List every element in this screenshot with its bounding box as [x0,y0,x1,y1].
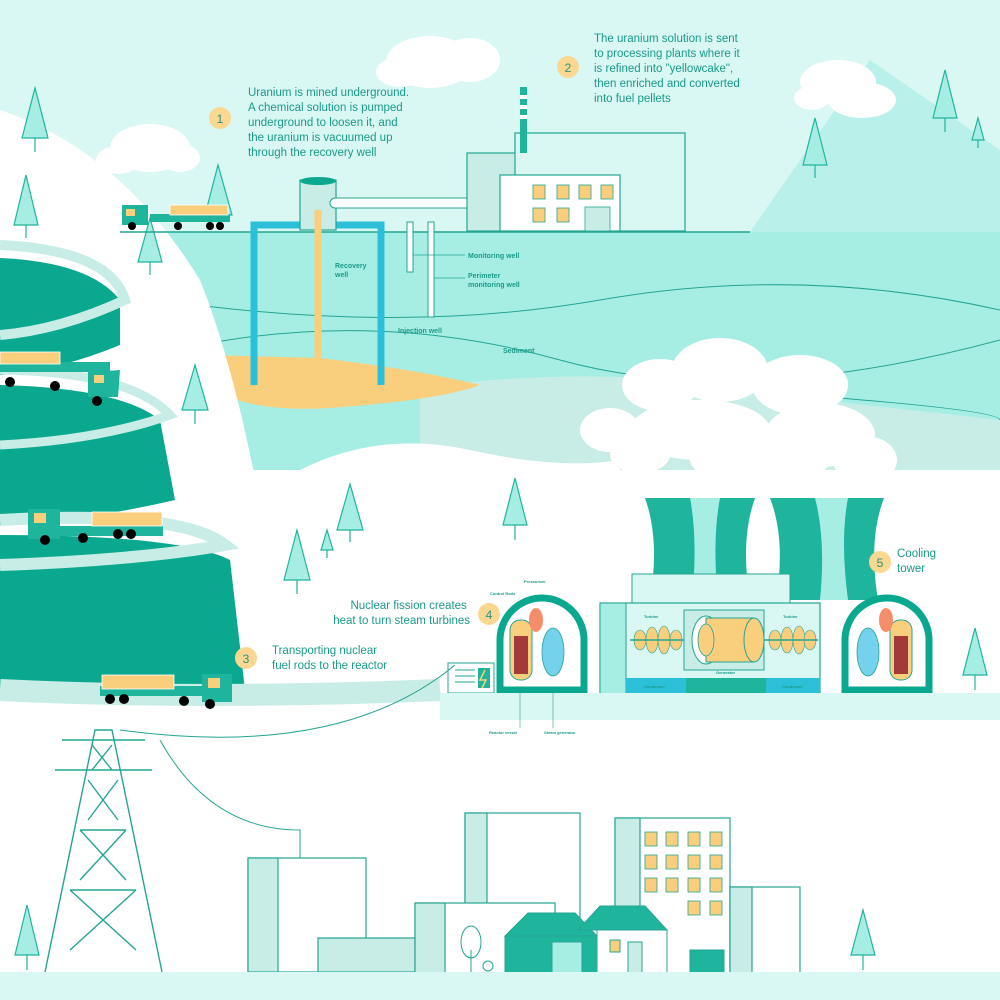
processing-plant [466,87,686,232]
ground-strip [440,693,1000,720]
turbine-left-blades [630,625,684,655]
label-turbine-left: Turbine [644,614,659,619]
distant-mountain [750,60,1000,232]
step-3-text: Transporting nuclear fuel rods to the re… [272,645,387,672]
truck-lower [28,509,163,545]
label-perimeter-well: Perimeter [468,273,501,280]
step-1: 1 Uranium is mined underground. A chemic… [209,87,412,159]
perimeter-monitoring-well [427,221,435,318]
step-3-number: 3 [243,652,250,666]
label-generator: Generator [716,670,736,675]
trees [13,69,988,970]
condenser-bar-left [626,678,686,693]
hill-terrace-2 [0,385,175,525]
small-tree [460,925,494,973]
condenser-bar-center [686,678,766,693]
sediment-line-1 [159,284,1000,318]
cloud-top-center [376,36,500,88]
cloud-right [794,60,896,118]
monitoring-well [406,221,414,273]
hill-terrace-road-2 [0,365,178,450]
power-line [159,739,301,858]
street-strip [0,972,1000,1000]
label-steam-generator: Steam generator [544,730,576,735]
step-5-badge [869,551,891,573]
truck-middle [0,351,120,406]
containment-dome-right [841,594,933,694]
step-2-number: 2 [565,61,572,75]
label-injection-well: Injection well [398,328,442,335]
step-5-number: 5 [877,556,884,570]
snow-hill-left [300,443,620,480]
label-pressurizer: Pressurizer [524,579,546,584]
apartment-windows [644,831,723,916]
truck-top [122,204,230,230]
steam-cloud [580,338,897,485]
label-sediment: Sediment [503,348,535,355]
cooling-tower-right [770,498,884,600]
label-turbine-right: Turbine [783,614,798,619]
label-monitoring-well: Monitoring well [468,253,519,260]
label-reactor-vessel: Reactor vessel [489,730,517,735]
step-2: 2 The uranium solution is sent to proces… [557,33,743,105]
uranium-ore-deposit [205,355,480,409]
cloud-left [96,124,200,174]
turbine-hall-left-wall [599,602,627,696]
hill-terrace-road-1 [0,240,132,340]
label-condenser-left: Condenser [644,684,665,689]
step-1-text: Uranium is mined underground. A chemical… [248,87,412,159]
label-perimeter-well-2: monitoring well [468,282,520,289]
truck-bottom [100,674,232,709]
houses [503,905,725,974]
step-1-badge [209,107,231,129]
step-1-number: 1 [217,112,224,126]
step-4-badge [478,603,500,625]
condenser-bar-right [766,678,820,693]
step-3: 3 Transporting nuclear fuel rods to the … [235,645,387,672]
step-2-badge [557,56,579,78]
step-4-text: Nuclear fission creates heat to turn ste… [333,600,470,627]
label-recovery-well: Recovery [335,263,367,270]
transmission-tower [44,729,163,973]
transfer-pipe [329,197,483,209]
step-3-badge [235,647,257,669]
generator [683,609,765,671]
city-buildings [247,812,801,974]
containment-dome-left [496,594,588,694]
label-control-rods: Control Rods [490,591,516,596]
substation [447,662,495,694]
recovery-well-tank-top [300,177,336,185]
step-2-text: The uranium solution is sent to processi… [594,33,743,105]
step-4: 4 Nuclear fission creates heat to turn s… [333,600,500,627]
turbine-right-blades [764,625,818,655]
hill-terrace-3 [0,535,245,700]
hill-terrace-1 [0,258,120,375]
reactor-building-back [631,573,791,605]
label-recovery-well-2: well [334,272,348,279]
step-4-number: 4 [486,608,493,622]
step-5: 5 Cooling tower [869,548,939,575]
label-condenser-right: Condenser [782,684,803,689]
step-5-text: Cooling tower [897,548,939,575]
power-line-2 [119,664,456,738]
